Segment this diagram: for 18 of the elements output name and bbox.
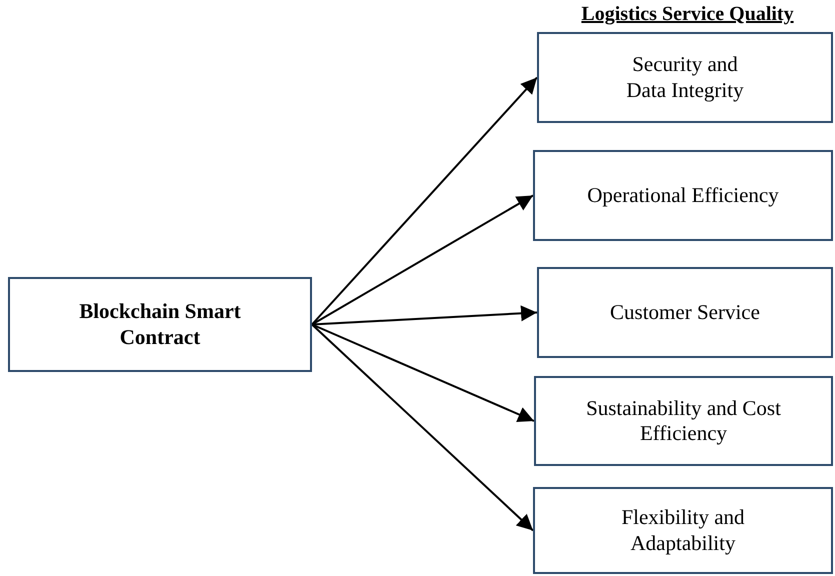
box-label: Blockchain Smart Contract	[78, 299, 242, 350]
arrow	[312, 324, 534, 422]
arrow	[311, 76, 538, 326]
source-box	[8, 277, 312, 372]
box-label: Security and Data Integrity	[625, 52, 745, 103]
outcome-box	[533, 150, 833, 241]
box-label: Operational Efficiency	[587, 182, 779, 208]
outcome-box	[537, 267, 833, 358]
outcome-box	[533, 487, 833, 574]
outcome-box	[534, 376, 833, 466]
outcome-box	[537, 32, 833, 123]
arrow	[312, 305, 538, 326]
arrow	[311, 324, 534, 532]
column-heading: Logistics Service Quality	[580, 3, 795, 26]
arrow	[312, 194, 534, 326]
box-label: Flexibility and Adaptability	[620, 505, 746, 556]
box-label: Customer Service	[610, 300, 760, 326]
box-label: Sustainability and Cost Efficiency	[585, 396, 782, 446]
